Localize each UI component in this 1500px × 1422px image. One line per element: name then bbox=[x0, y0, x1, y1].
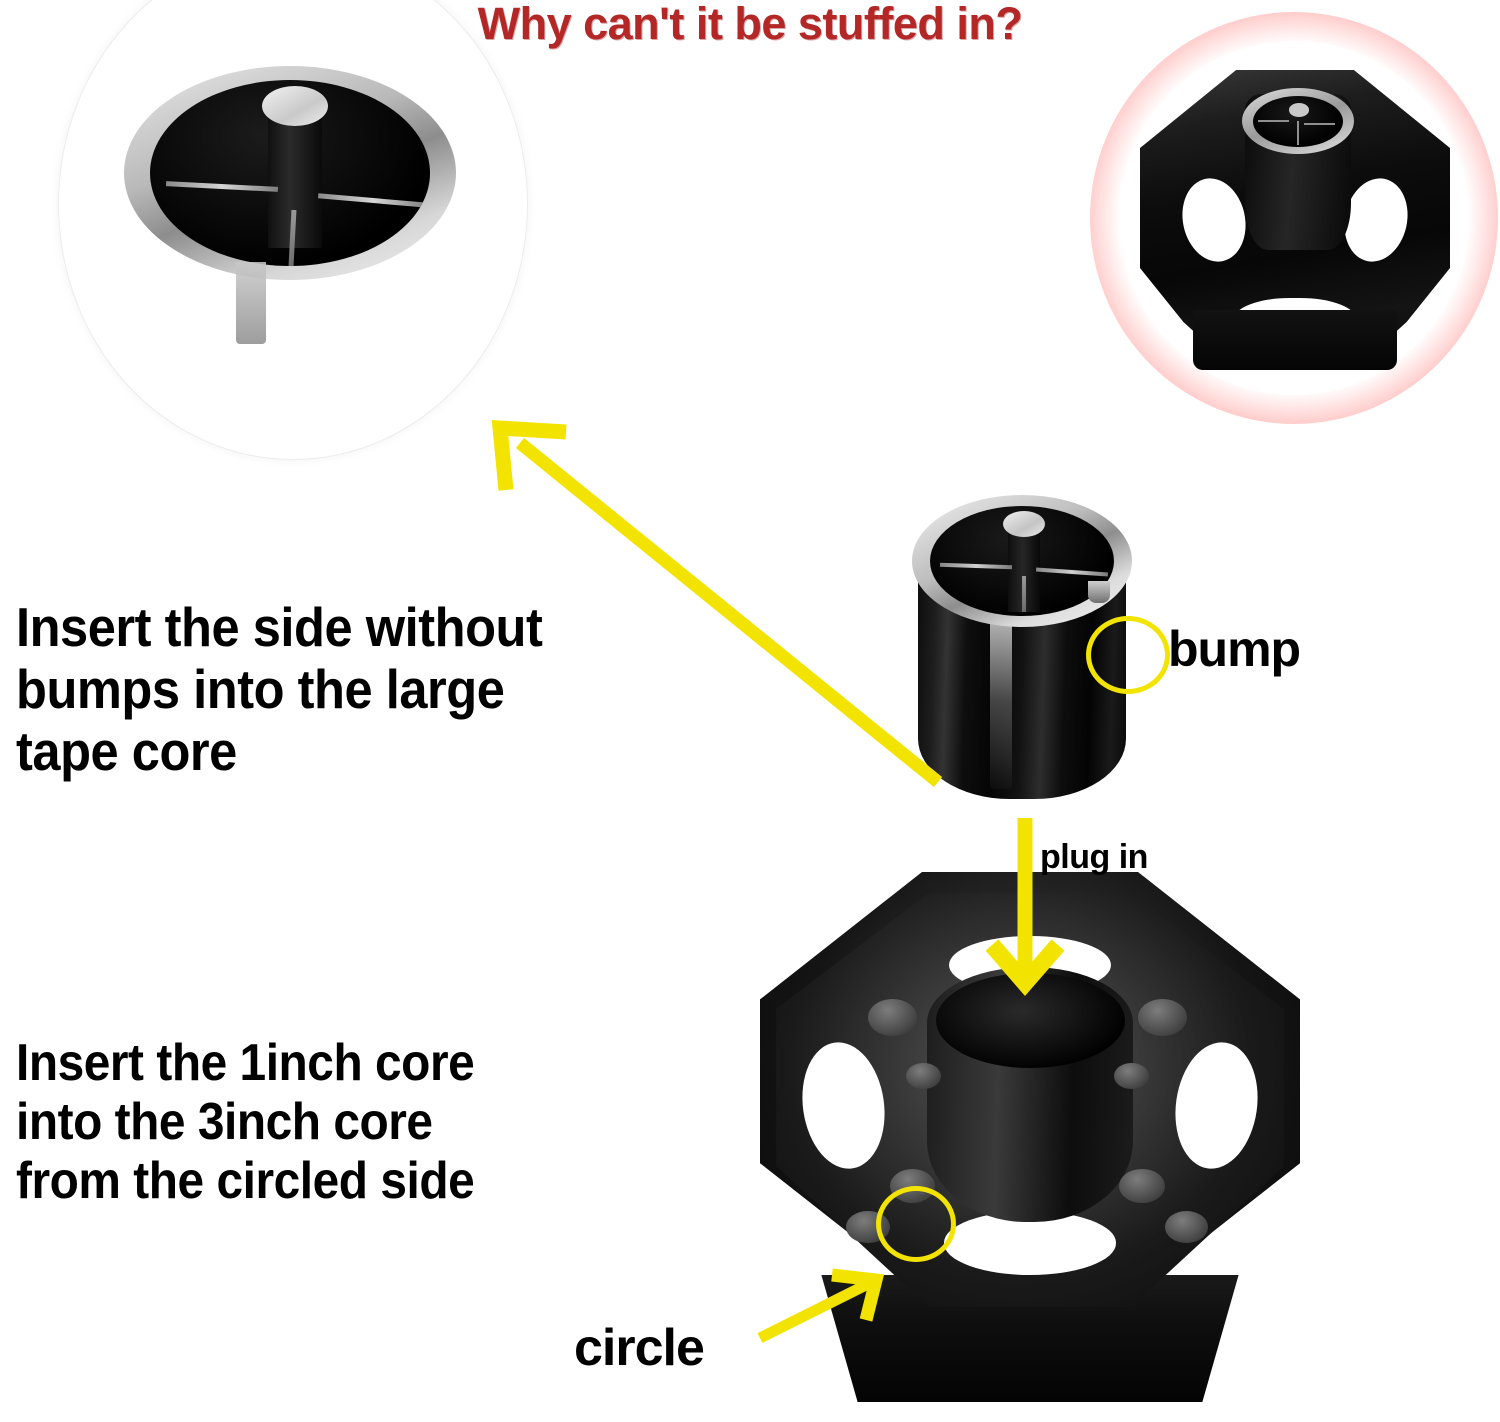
octagon-boss bbox=[1113, 1062, 1149, 1090]
circle-label: circle bbox=[574, 1319, 705, 1377]
instruction-1-line-3: tape core bbox=[16, 720, 237, 783]
core-inner-cavity bbox=[930, 506, 1114, 616]
instruction-2-line-1: Insert the 1inch core bbox=[16, 1034, 475, 1092]
closeup-inset-1inch-core bbox=[58, 0, 528, 460]
octagon-base-skirt bbox=[1192, 310, 1398, 370]
error-inset-wrong-assembly bbox=[1090, 12, 1498, 424]
core-inner-cavity bbox=[150, 80, 430, 266]
inserted-core-rib-right bbox=[1304, 122, 1336, 125]
inserted-core-rib-left bbox=[1257, 119, 1289, 122]
instruction-1-line-1: Insert the side without bbox=[16, 596, 543, 658]
core-wall-slot bbox=[990, 613, 1012, 789]
core-rib-right bbox=[1035, 567, 1109, 577]
bump-highlight-ring bbox=[1086, 616, 1170, 694]
core-rib-left bbox=[939, 562, 1013, 570]
part-3inch-octagonal-core bbox=[760, 872, 1300, 1402]
octagon-opening-bottom bbox=[943, 1211, 1117, 1275]
octagon-boss bbox=[1119, 1168, 1165, 1204]
bump-label: bump bbox=[1168, 621, 1301, 677]
inserted-core-rib-bottom bbox=[1296, 121, 1300, 145]
octagon-center-bore-hole bbox=[935, 972, 1125, 1069]
core-rib-left bbox=[165, 181, 279, 192]
octagon-boss bbox=[905, 1062, 941, 1090]
octagon-boss bbox=[1165, 1211, 1209, 1243]
core-top-rim bbox=[124, 66, 456, 280]
core-bump-notch bbox=[1088, 581, 1110, 603]
circle-highlight-ring bbox=[876, 1186, 956, 1262]
instruction-1-line-2: bumps into the large bbox=[16, 658, 505, 721]
core-top-rim bbox=[912, 495, 1132, 627]
instruction-2-line-2: into the 3inch core bbox=[16, 1092, 433, 1151]
instruction-text-2: Insert the 1inch core into the 3inch cor… bbox=[16, 1034, 660, 1210]
plug-in-label: plug in bbox=[1040, 838, 1148, 876]
core-side-slot bbox=[236, 262, 266, 344]
instruction-text-1: Insert the side without bumps into the l… bbox=[16, 596, 678, 782]
inserted-core-post-top bbox=[1288, 103, 1309, 117]
core-rib-bottom bbox=[1022, 576, 1026, 612]
core-closeup-photo bbox=[110, 66, 470, 406]
page-title: Why can't it be stuffed in? bbox=[477, 0, 1023, 49]
octagonal-core-wrong-photo bbox=[1140, 70, 1450, 370]
instruction-2-line-3: from the circled side bbox=[16, 1151, 475, 1210]
octagon-boss bbox=[868, 999, 917, 1037]
core-center-post-top bbox=[1003, 511, 1045, 537]
core-rib-right bbox=[317, 193, 429, 208]
octagon-boss bbox=[1138, 999, 1187, 1037]
core-center-post-top bbox=[262, 86, 328, 126]
